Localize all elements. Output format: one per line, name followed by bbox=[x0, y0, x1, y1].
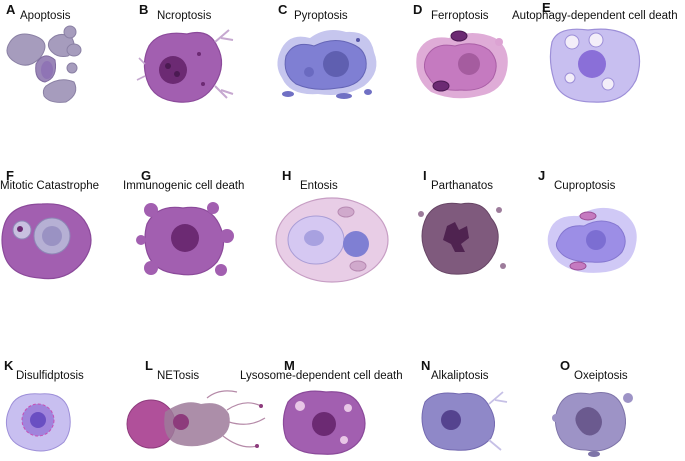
panel-oxeiptosis: O Oxeiptosis bbox=[548, 310, 685, 460]
panel-letter: D bbox=[413, 2, 423, 17]
panel-letter: L bbox=[145, 358, 153, 373]
panel-title: Entosis bbox=[300, 180, 338, 192]
panel-cuproptosis: J Cuproptosis bbox=[538, 160, 685, 310]
panel-autophagy: E Autophagy-dependent cell death bbox=[512, 0, 685, 150]
panel-title: Apoptosis bbox=[20, 10, 71, 22]
panel-title: Cuproptosis bbox=[554, 180, 616, 192]
panel-letter: B bbox=[139, 2, 149, 17]
panel-letter: C bbox=[278, 2, 288, 17]
entotic-cell-icon bbox=[275, 197, 389, 283]
panel-title: Ncroptosis bbox=[157, 10, 212, 22]
cuproptotic-cell-icon bbox=[547, 207, 637, 273]
panel-title: Mitotic Catastrophe bbox=[0, 180, 100, 192]
ferroptotic-cell-icon bbox=[416, 30, 508, 99]
netosis-cell-icon bbox=[126, 390, 266, 449]
panel-title: Parthanatos bbox=[431, 180, 494, 192]
lysosomal-cell-icon bbox=[282, 390, 366, 455]
panel-letter: A bbox=[6, 2, 16, 17]
panel-title: Oxeiptosis bbox=[574, 370, 628, 382]
panel-mitotic-catastrophe: F Mitotic Catastrophe bbox=[0, 160, 137, 310]
panel-title: Immunogenic cell death bbox=[123, 180, 245, 192]
panel-title: Pyroptosis bbox=[294, 10, 348, 22]
autophagic-cell-icon bbox=[549, 28, 641, 103]
panel-letter: K bbox=[4, 358, 14, 373]
panel-immunogenic: G Immunogenic cell death bbox=[123, 160, 274, 310]
panel-necroptosis: B Ncroptosis bbox=[136, 0, 274, 150]
panel-letter: H bbox=[282, 168, 292, 183]
panel-title: Autophagy-dependent cell death bbox=[512, 10, 678, 22]
panel-parthanatos: I Parthanatos bbox=[411, 160, 548, 310]
panel-entosis: H Entosis bbox=[274, 160, 411, 310]
immunogenic-cell-icon bbox=[136, 202, 234, 276]
panel-title: Disulfidptosis bbox=[16, 370, 84, 382]
panel-letter: F bbox=[6, 168, 14, 183]
panel-disulfidptosis: K Disulfidptosis bbox=[0, 310, 137, 460]
disulfidptotic-cell-icon bbox=[5, 393, 71, 452]
panel-letter: M bbox=[284, 358, 295, 373]
panel-letter: J bbox=[538, 168, 546, 183]
parthanatos-cell-icon bbox=[418, 202, 506, 275]
panel-title: NETosis bbox=[157, 370, 200, 382]
mitotic-catastrophe-cell-icon bbox=[1, 203, 92, 280]
panel-title: Lysosome-dependent cell death bbox=[240, 370, 403, 382]
panel-title: Alkaliptosis bbox=[431, 370, 489, 382]
panel-apoptosis: A Apoptosis bbox=[0, 0, 137, 150]
panel-letter: O bbox=[560, 358, 571, 373]
panel-ferroptosis: D Ferroptosis bbox=[411, 0, 548, 150]
panel-pyroptosis: C Pyroptosis bbox=[274, 0, 411, 150]
panel-alkaliptosis: N Alkaliptosis bbox=[411, 310, 548, 460]
panel-letter: I bbox=[423, 168, 427, 183]
panel-letter: G bbox=[141, 168, 152, 183]
panel-title: Ferroptosis bbox=[431, 10, 489, 22]
oxeiptotic-cell-icon bbox=[552, 392, 633, 457]
panel-netosis: L NETosis bbox=[126, 310, 274, 460]
necroptotic-cell-icon bbox=[136, 29, 234, 103]
alkaliptotic-cell-icon bbox=[421, 391, 508, 451]
panel-letter: E bbox=[542, 0, 551, 15]
apoptotic-bodies-icon bbox=[6, 25, 82, 103]
pyroptotic-cell-icon bbox=[277, 30, 377, 99]
panel-letter: N bbox=[421, 358, 431, 373]
panel-lysosome-dependent: M Lysosome-dependent cell death bbox=[240, 310, 411, 460]
